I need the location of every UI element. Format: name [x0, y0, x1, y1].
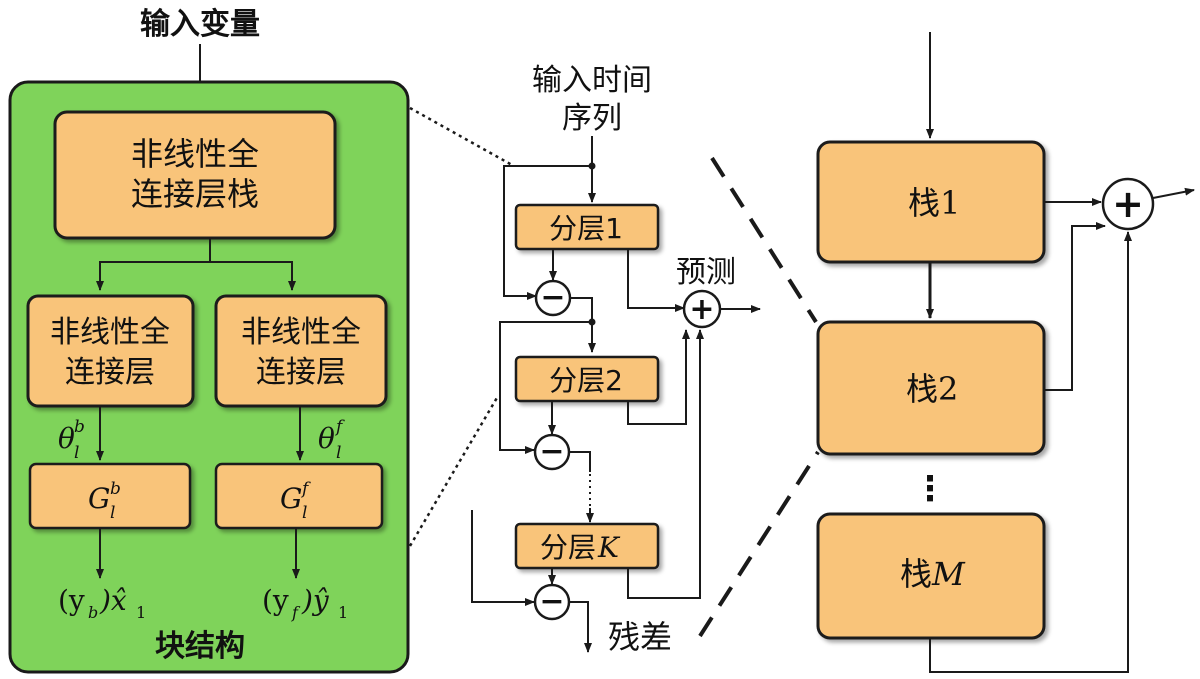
- stacks-ellipsis: ⋮: [913, 469, 947, 509]
- block-structure-panel: 输入变量 非线性全 连接层栈 非线性全 连接层 非线性全 连接层 θ b l θ…: [8, 7, 410, 674]
- subtract-node-1-symbol: −: [540, 280, 565, 315]
- svg-text:f: f: [334, 417, 345, 437]
- svg-text:2: 2: [938, 370, 958, 408]
- svg-text:M: M: [931, 555, 966, 593]
- layer-2-box: [514, 355, 660, 403]
- global-output-arrow: [1152, 187, 1195, 199]
- stack-2-box: [816, 320, 1046, 456]
- svg-text:f: f: [300, 479, 311, 499]
- g-forecast-label: G f l: [280, 479, 311, 523]
- forecast-output-label: (y f )ŷ 1: [262, 584, 348, 622]
- stack-2-output-arrow: [1044, 222, 1106, 391]
- backcast-output-label: (y b )x̂ 1: [58, 584, 146, 622]
- layer-1-label: 分层1: [549, 212, 623, 245]
- prediction-sum-symbol: +: [689, 292, 714, 327]
- fc-layer-forecast-line1: 非线性全: [241, 315, 361, 350]
- layer-K-box: [514, 522, 660, 570]
- svg-text:b: b: [88, 603, 98, 622]
- svg-text:θ: θ: [58, 422, 75, 455]
- svg-text:(y: (y: [262, 584, 289, 617]
- svg-text:K: K: [597, 531, 621, 564]
- svg-text:1: 1: [136, 603, 146, 622]
- svg-text:l: l: [302, 503, 307, 523]
- svg-text:1: 1: [940, 184, 960, 222]
- skip-line-1: [503, 165, 592, 300]
- svg-text:l: l: [336, 443, 341, 463]
- layer-K-label: 分层 K: [540, 531, 621, 564]
- skip-line-K: [471, 510, 535, 606]
- svg-text:G: G: [88, 482, 110, 515]
- input-series-line1: 输入时间: [532, 63, 652, 98]
- residual-label: 残差: [608, 618, 672, 656]
- layer-2-forecast-line: [627, 329, 690, 425]
- fc-layer-backcast-line1: 非线性全: [50, 315, 170, 350]
- stack-M-label: 栈 M: [900, 555, 966, 593]
- stacks-panel: 栈 1 栈 2 ⋮ 栈 M +: [816, 32, 1195, 673]
- zoom-dashed-bottom: [698, 450, 820, 638]
- layer-K-forecast-line: [627, 329, 704, 599]
- g-backcast-label: G b l: [88, 479, 121, 523]
- theta-b-label: θ b l: [58, 417, 85, 463]
- svg-text:l: l: [110, 503, 115, 523]
- fc-layer-backcast-box: [26, 294, 195, 408]
- residual-output-arrow: [569, 601, 592, 653]
- zoom-connector-top: [409, 106, 513, 167]
- stack-internals-panel: 输入时间 序列 分层1 − + 预测 分层2 −: [471, 63, 761, 656]
- svg-text:(y: (y: [58, 584, 85, 617]
- svg-text:f: f: [291, 603, 301, 622]
- svg-text:G: G: [280, 482, 302, 515]
- fc-stack-line2: 连接层栈: [131, 175, 259, 213]
- svg-text:1: 1: [338, 603, 348, 622]
- residual-to-layer-2: [570, 297, 596, 353]
- svg-text:栈: 栈: [908, 184, 940, 222]
- svg-text:l: l: [74, 443, 79, 463]
- input-variable-label: 输入变量: [140, 7, 260, 42]
- g-backcast-box: [28, 462, 192, 530]
- zoom-connector-bottom: [408, 395, 500, 547]
- svg-text:分层: 分层: [540, 531, 596, 564]
- fc-layer-forecast-line2: 连接层: [256, 355, 346, 390]
- svg-text:θ: θ: [318, 422, 335, 455]
- block-structure-caption: 块结构: [155, 629, 245, 664]
- svg-text:)x̂: )x̂: [99, 584, 127, 617]
- svg-text:)ŷ: )ŷ: [301, 584, 330, 617]
- svg-text:栈: 栈: [906, 370, 938, 408]
- layer-1-forecast-line: [627, 249, 685, 312]
- fc-layer-backcast-line2: 连接层: [65, 355, 155, 390]
- zoom-dashed-top: [710, 156, 818, 324]
- prediction-label: 预测: [676, 255, 736, 290]
- global-sum-node: [1101, 177, 1155, 231]
- svg-text:栈: 栈: [900, 555, 932, 593]
- stack-1-label: 栈 1: [908, 184, 960, 222]
- g-forecast-box: [214, 462, 384, 530]
- svg-text:b: b: [74, 417, 85, 437]
- layer-2-label: 分层2: [549, 364, 623, 397]
- split-arrow-right: [210, 261, 296, 291]
- svg-text:b: b: [110, 479, 121, 499]
- fc-stack-line1: 非线性全: [131, 135, 259, 173]
- subtract-node-K-symbol: −: [539, 584, 564, 619]
- input-series-line2: 序列: [562, 101, 622, 136]
- layer-1-box: [514, 203, 660, 251]
- skip-line-2: [499, 321, 592, 454]
- subtract-node-2-symbol: −: [539, 434, 564, 469]
- theta-f-label: θ f l: [318, 417, 345, 463]
- stack-2-label: 栈 2: [906, 370, 958, 408]
- residual-to-ellipsis: [569, 451, 591, 472]
- split-arrow-left: [96, 238, 211, 291]
- fc-stack-box: [53, 110, 337, 240]
- global-sum-symbol: +: [1112, 182, 1144, 226]
- stack-M-output-arrow: [929, 231, 1132, 673]
